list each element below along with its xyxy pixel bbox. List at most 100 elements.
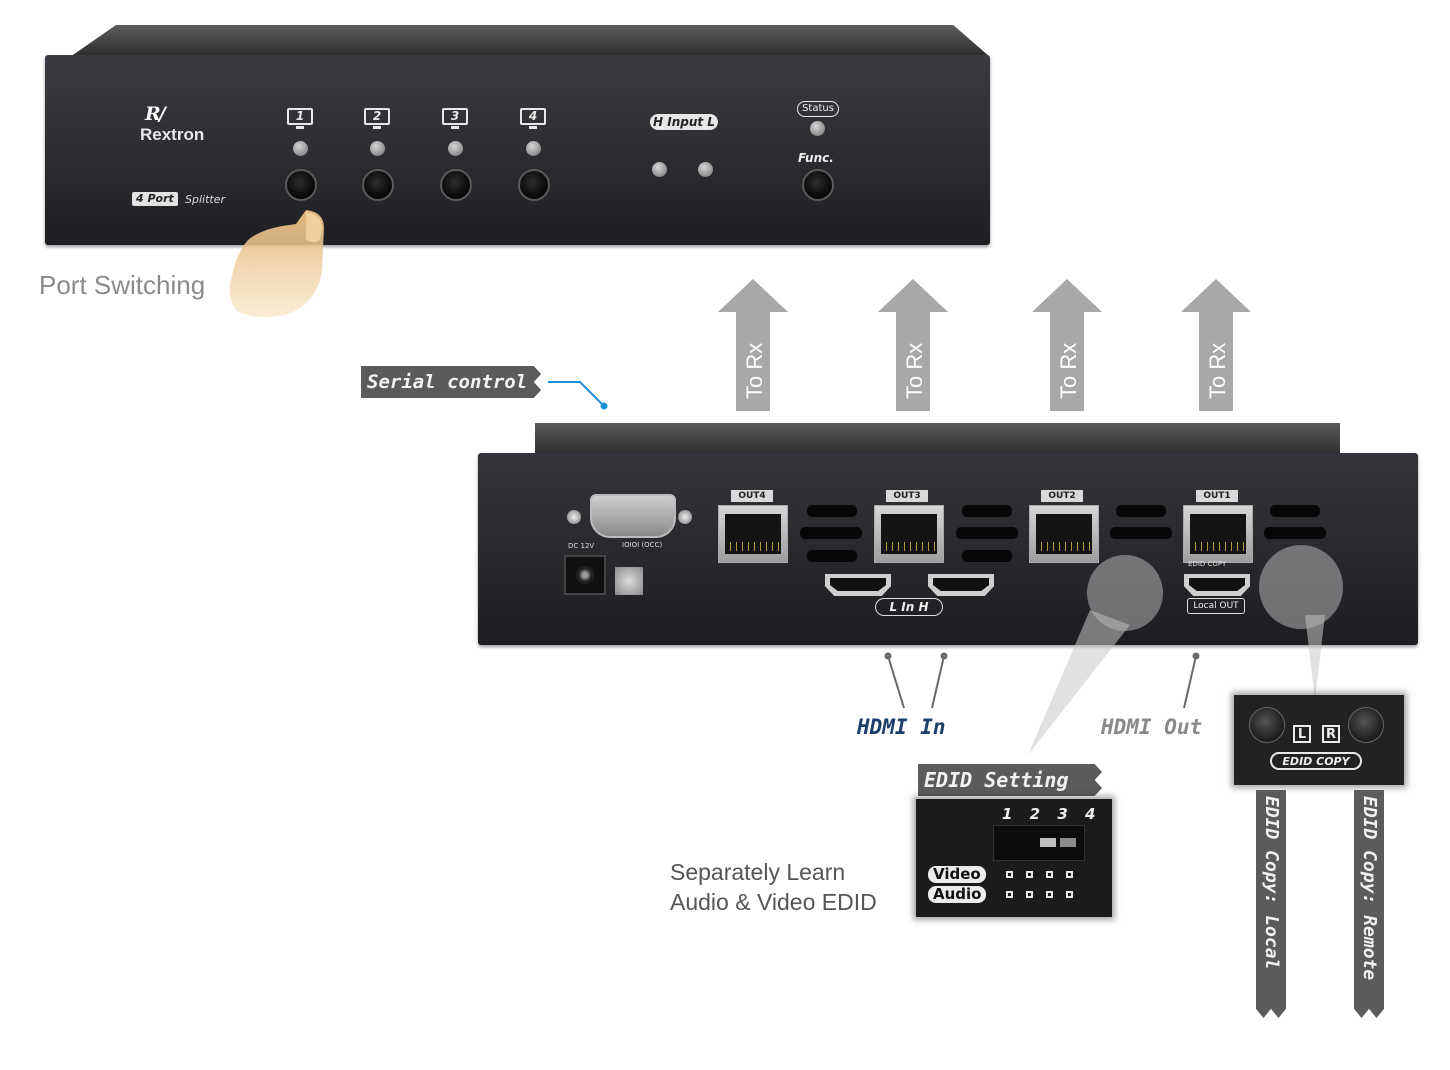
connector-leader-lines	[884, 652, 1200, 709]
vent-slot	[800, 527, 862, 539]
dip-switch-lever[interactable]	[1060, 838, 1076, 847]
rear-panel	[478, 453, 1418, 645]
out-3-rj45-port[interactable]	[874, 505, 944, 563]
port-switching-label: Port Switching	[39, 270, 206, 300]
port-2-led	[370, 141, 385, 156]
video-label: Video	[928, 866, 986, 883]
video-led	[1026, 871, 1033, 878]
to-rx-label-4: To Rx	[742, 343, 767, 399]
hdmi-in-l-port[interactable]	[825, 574, 891, 596]
model-badge: 4 Port	[132, 192, 178, 206]
dc-power-jack[interactable]	[564, 555, 606, 595]
vent-slot	[1110, 527, 1172, 539]
port-1-button[interactable]	[285, 169, 317, 201]
port-1-led	[293, 141, 308, 156]
to-rx-arrow-1: To Rx	[1181, 279, 1251, 411]
local-out-label: Local OUT	[1187, 598, 1245, 614]
hdmi-in-label: HDMI In	[857, 715, 946, 739]
edid-setting-tag: EDID Setting	[918, 764, 1102, 796]
edid-copy-remote-label: EDID Copy: Remote	[1359, 796, 1380, 981]
edid-copy-local-label: EDID Copy: Local	[1261, 796, 1282, 970]
status-label: Status	[797, 101, 839, 117]
audio-led	[1066, 891, 1073, 898]
func-button[interactable]	[802, 169, 834, 201]
input-h-led	[652, 162, 667, 177]
edid-copy-local-button[interactable]	[1249, 707, 1285, 743]
vent-slot	[807, 505, 857, 517]
to-rx-arrow-4: To Rx	[718, 279, 788, 411]
out-2-rj45-port[interactable]	[1029, 505, 1099, 563]
brand-name: Rextron	[140, 125, 205, 144]
edid-copy-remote-button[interactable]	[1348, 707, 1384, 743]
out-3-label: OUT3	[886, 490, 928, 502]
to-rx-arrow-2: To Rx	[1032, 279, 1102, 411]
audio-label: Audio	[928, 886, 987, 903]
db9-screw-left	[567, 510, 581, 524]
port-4-monitor-icon: 4	[520, 108, 546, 129]
separately-learn-line2: Audio & Video EDID	[670, 889, 877, 915]
port-3-button[interactable]	[440, 169, 472, 201]
port-2-monitor-icon: 2	[364, 108, 390, 129]
model-text: Splitter	[185, 193, 225, 206]
input-indicator-label: H Input L	[650, 114, 718, 130]
dc-label: DC 12V	[568, 542, 595, 550]
hdmi-in-h-port[interactable]	[928, 574, 994, 596]
edid-copy-remote-ribbon: EDID Copy: Remote	[1354, 790, 1384, 1018]
port-4-led	[526, 141, 541, 156]
out-4-label: OUT4	[731, 490, 773, 502]
vent-slot	[962, 505, 1012, 517]
out-1-rj45-port[interactable]	[1183, 505, 1253, 563]
vent-slot	[1270, 505, 1320, 517]
out-4-rj45-port[interactable]	[718, 505, 788, 563]
vent-slot	[962, 550, 1012, 562]
to-rx-label-2: To Rx	[1056, 343, 1081, 399]
input-l-led	[698, 162, 713, 177]
video-led	[1006, 871, 1013, 878]
edid-setting-callout	[1028, 555, 1163, 755]
port-1-monitor-icon: 1	[287, 108, 313, 129]
audio-led	[1046, 891, 1053, 898]
status-led	[810, 121, 825, 136]
out-1-label: OUT1	[1196, 490, 1238, 502]
vent-slot	[956, 527, 1018, 539]
to-rx-label-1: To Rx	[1205, 343, 1230, 399]
rear-unit-top	[535, 423, 1340, 458]
separately-learn-label: Separately Learn Audio & Video EDID	[670, 857, 877, 917]
pointing-hand-icon	[229, 210, 324, 318]
local-out-hdmi-port[interactable]	[1184, 574, 1250, 596]
vent-slot	[1116, 505, 1166, 517]
audio-led	[1006, 891, 1013, 898]
dip-switch-numbers: 1 2 3 4	[1002, 805, 1102, 823]
edid-copy-tag: EDID COPY	[1270, 752, 1362, 770]
edid-copy-small-label: EDID COPY	[1188, 560, 1227, 568]
video-led	[1066, 871, 1073, 878]
port-3-monitor-icon: 3	[442, 108, 468, 129]
separately-learn-line1: Separately Learn	[670, 859, 846, 885]
hdmi-in-tag: L In H	[875, 598, 943, 616]
to-rx-arrow-3: To Rx	[878, 279, 948, 411]
dip-switch-lever[interactable]	[1040, 838, 1056, 847]
serial-db9-port[interactable]	[590, 494, 676, 538]
port-2-button[interactable]	[362, 169, 394, 201]
port-4-button[interactable]	[518, 169, 550, 201]
left-marker: L	[1293, 725, 1311, 743]
rextron-logo-icon: R/	[145, 103, 166, 125]
port-3-led	[448, 141, 463, 156]
vent-slot	[807, 550, 857, 562]
right-marker: R	[1322, 725, 1340, 743]
ground-terminal	[615, 567, 643, 595]
front-panel	[45, 55, 990, 245]
func-label: Func.	[798, 151, 834, 165]
serial-connector-line	[548, 381, 608, 410]
out-2-label: OUT2	[1041, 490, 1083, 502]
to-rx-label-3: To Rx	[902, 343, 927, 399]
serial-port-label: IOIOI (OCC)	[622, 541, 663, 549]
edid-copy-local-ribbon: EDID Copy: Local	[1256, 790, 1286, 1018]
video-led	[1046, 871, 1053, 878]
hdmi-out-label: HDMI Out	[1101, 715, 1203, 739]
edid-copy-callout	[1259, 545, 1343, 700]
front-unit-top	[70, 25, 990, 57]
serial-control-tag: Serial control	[361, 366, 541, 398]
db9-screw-right	[678, 510, 692, 524]
audio-led	[1026, 891, 1033, 898]
